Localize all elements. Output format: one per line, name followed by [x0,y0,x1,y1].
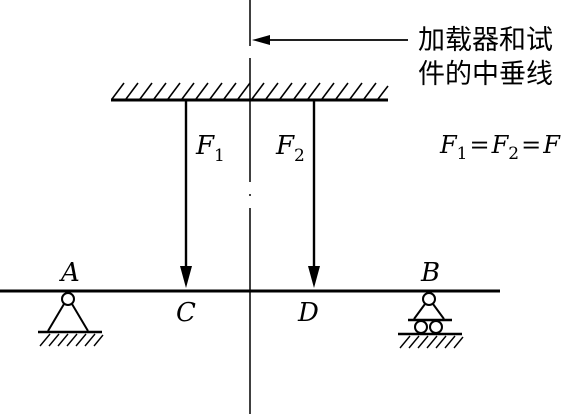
point-c-label: C [176,298,196,328]
support-b-pin-icon [422,292,436,306]
point-a-label: A [59,258,80,288]
support-b-roller-right-icon [429,320,443,334]
loader-crosshead [111,82,389,102]
leader-arrowhead-icon [252,35,270,45]
support-b-roller [398,292,462,336]
support-a-pin-icon [61,292,75,306]
annotation-line-2: 件的中垂线 [418,59,553,90]
support-b-ground-hatch [399,335,464,349]
annotation-line-1: 加载器和试 [418,25,553,56]
support-b-roller-left-icon [414,320,428,334]
support-a-pin [38,292,102,334]
force-f2-arrow [308,100,320,288]
point-b-label: B [420,258,440,288]
force-equation: F1=F2=F [439,131,561,164]
force-f2-label: F2 [275,131,305,166]
point-d-label: D [297,298,319,328]
force-f1-arrowhead-icon [180,266,192,288]
force-f2-arrowhead-icon [308,266,320,288]
annotation-leader [252,35,408,45]
force-f1-arrow [180,100,192,288]
loader-hatch [111,82,389,100]
force-f1-label: F1 [195,131,225,166]
support-a-ground-hatch [39,333,104,347]
